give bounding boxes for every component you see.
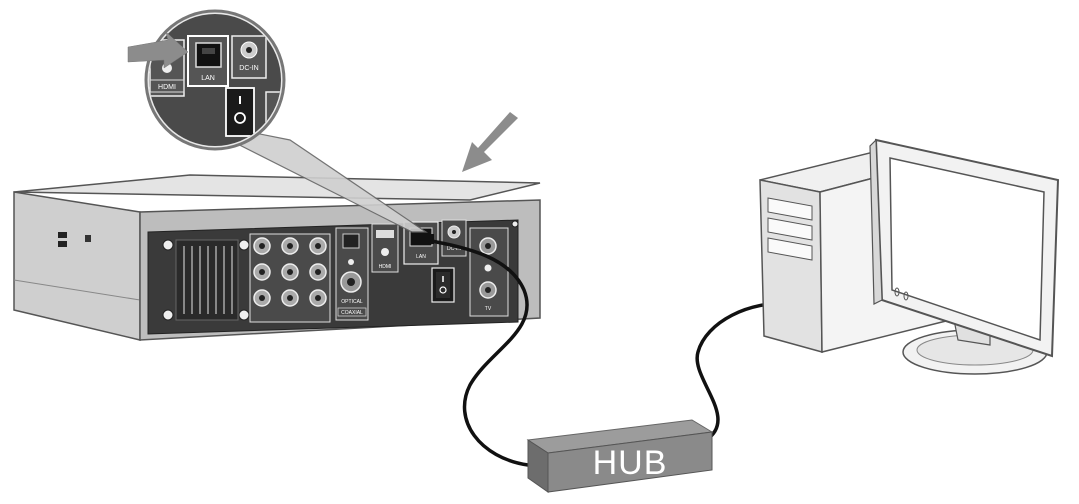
media-player-device: OPTICAL COAXIAL HDMI LAN DC-IN — [13, 174, 541, 341]
magnifier-callout: HDMI LAN DC-IN TV — [127, 9, 428, 233]
drive-bay-icon — [767, 197, 813, 221]
power-switch — [431, 267, 455, 303]
hub-side-face — [547, 431, 713, 493]
ethernet-cable-hub-to-computer — [695, 301, 792, 442]
usb-port-icon — [58, 241, 67, 247]
card-slot-icon — [85, 235, 91, 242]
monitor-button-icon — [903, 291, 909, 301]
computer-monitor — [869, 138, 1060, 358]
drive-bay-icon — [767, 237, 813, 261]
dc-in-block: DC-IN — [441, 219, 467, 257]
dc-in-label: DC-IN — [447, 246, 461, 252]
ethernet-cable-device-to-hub — [424, 238, 530, 467]
zoom-dc-in-label: DC-IN — [239, 65, 258, 72]
optical-label: OPTICAL — [341, 299, 363, 305]
desktop-computer — [759, 138, 1060, 375]
hdmi-label: HDMI — [379, 264, 392, 270]
device-side-face — [13, 191, 141, 341]
screw-icon — [162, 220, 519, 321]
optical-port-icon — [342, 233, 360, 249]
hdmi-port-block: HDMI — [371, 223, 399, 273]
hub-label: HUB — [593, 444, 668, 482]
tv-label: TV — [485, 306, 492, 312]
drive-bay-icon — [767, 217, 813, 241]
tv-antenna-block: TV — [469, 227, 509, 317]
device-arrow-icon — [462, 112, 518, 172]
zoom-tv-label: TV — [278, 130, 287, 137]
monitor-button-icon — [894, 287, 900, 297]
network-hub: HUB — [526, 419, 714, 493]
optical-coaxial-block: OPTICAL COAXIAL — [335, 227, 369, 321]
zoom-arrow-icon — [127, 31, 189, 69]
device-top-face — [13, 174, 541, 201]
vent-grille — [175, 239, 239, 321]
usb-port-icon — [58, 232, 67, 238]
lan-label: LAN — [416, 254, 426, 260]
zoom-lan-port-icon — [195, 42, 222, 68]
zoom-hdmi-label: HDMI — [158, 84, 176, 91]
rca-audio-video-jacks — [249, 233, 331, 323]
zoom-lan-label: LAN — [201, 75, 215, 82]
monitor-screen — [889, 157, 1045, 342]
hdmi-port-icon — [376, 230, 394, 238]
coaxial-label: COAXIAL — [341, 310, 363, 316]
